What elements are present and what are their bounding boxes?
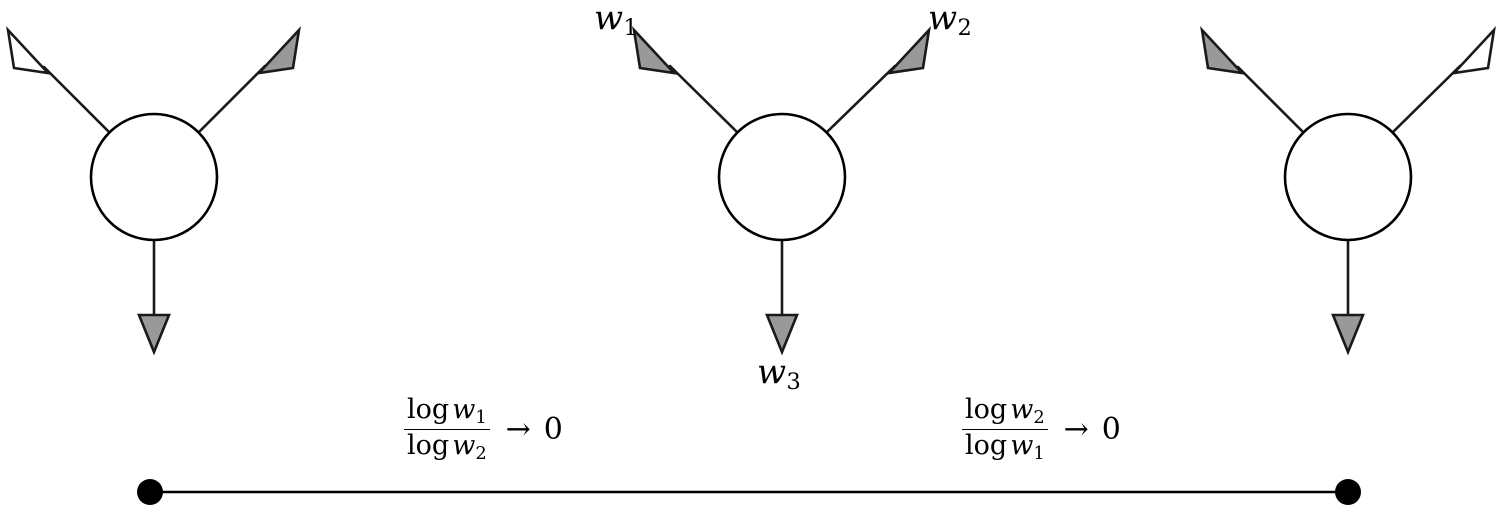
limit-right-arrow-icon: → — [1063, 411, 1089, 447]
right-down-arrowhead-gray — [1331, 313, 1365, 356]
limit-right-denominator-sub: 1 — [1033, 442, 1045, 464]
left-vertex-circle — [89, 112, 219, 242]
right-upper-right-leg — [1391, 64, 1462, 134]
middle-upper-right-leg — [825, 64, 897, 134]
limit-left-denominator-var: w — [452, 429, 476, 461]
middle-down-arrowhead-gray — [765, 313, 799, 356]
limit-left-value: 0 — [543, 411, 563, 447]
limit-right-numerator-sub: 2 — [1033, 406, 1045, 428]
limit-left-numerator-log: log — [407, 394, 450, 425]
moduli-interval-endpoint-right — [1335, 479, 1361, 505]
limit-left-numerator-sub: 1 — [475, 406, 487, 428]
label-w2-base: w — [928, 0, 958, 38]
left-vertex — [6, 25, 301, 356]
limit-left-denominator-log: log — [407, 429, 450, 461]
label-w1-base: w — [594, 0, 624, 38]
label-w1: w1 — [594, 1, 638, 40]
limit-right-numerator-var: w — [1010, 394, 1034, 425]
limit-left-arrow-icon: → — [505, 411, 531, 447]
middle-upper-left-arrowhead-gray — [632, 25, 678, 75]
middle-upper-right-arrowhead-gray — [885, 25, 931, 75]
label-w2: w2 — [928, 1, 972, 40]
label-w2-subscript: 2 — [957, 15, 972, 42]
left-upper-right-arrowhead-gray — [255, 25, 301, 75]
left-upper-right-leg — [197, 64, 267, 134]
limit-left-numerator-var: w — [452, 394, 476, 425]
limit-right-numerator-log: log — [965, 394, 1008, 425]
left-upper-left-leg — [42, 65, 111, 134]
limit-left-denominator-sub: 2 — [475, 442, 487, 464]
middle-vertex — [632, 25, 931, 356]
label-w3-base: w — [757, 352, 787, 392]
left-upper-left-arrowhead-white — [6, 25, 52, 75]
limit-right-denominator-log: log — [965, 429, 1008, 461]
right-upper-right-arrowhead-white — [1450, 25, 1496, 75]
moduli-interval — [137, 479, 1361, 505]
right-vertex-circle — [1283, 112, 1413, 242]
label-w3: w3 — [757, 355, 801, 394]
right-upper-left-arrowhead-gray — [1200, 25, 1246, 75]
label-w1-subscript: 1 — [623, 15, 638, 42]
limit-right-denominator-var: w — [1010, 429, 1034, 461]
right-upper-left-leg — [1236, 65, 1305, 134]
moduli-interval-endpoint-left — [137, 479, 163, 505]
limit-right-value: 0 — [1101, 411, 1121, 447]
middle-upper-left-leg — [668, 64, 739, 134]
label-w3-subscript: 3 — [786, 369, 801, 396]
right-vertex — [1200, 25, 1496, 356]
middle-vertex-circle — [717, 112, 847, 242]
left-down-arrowhead-gray — [137, 313, 171, 356]
